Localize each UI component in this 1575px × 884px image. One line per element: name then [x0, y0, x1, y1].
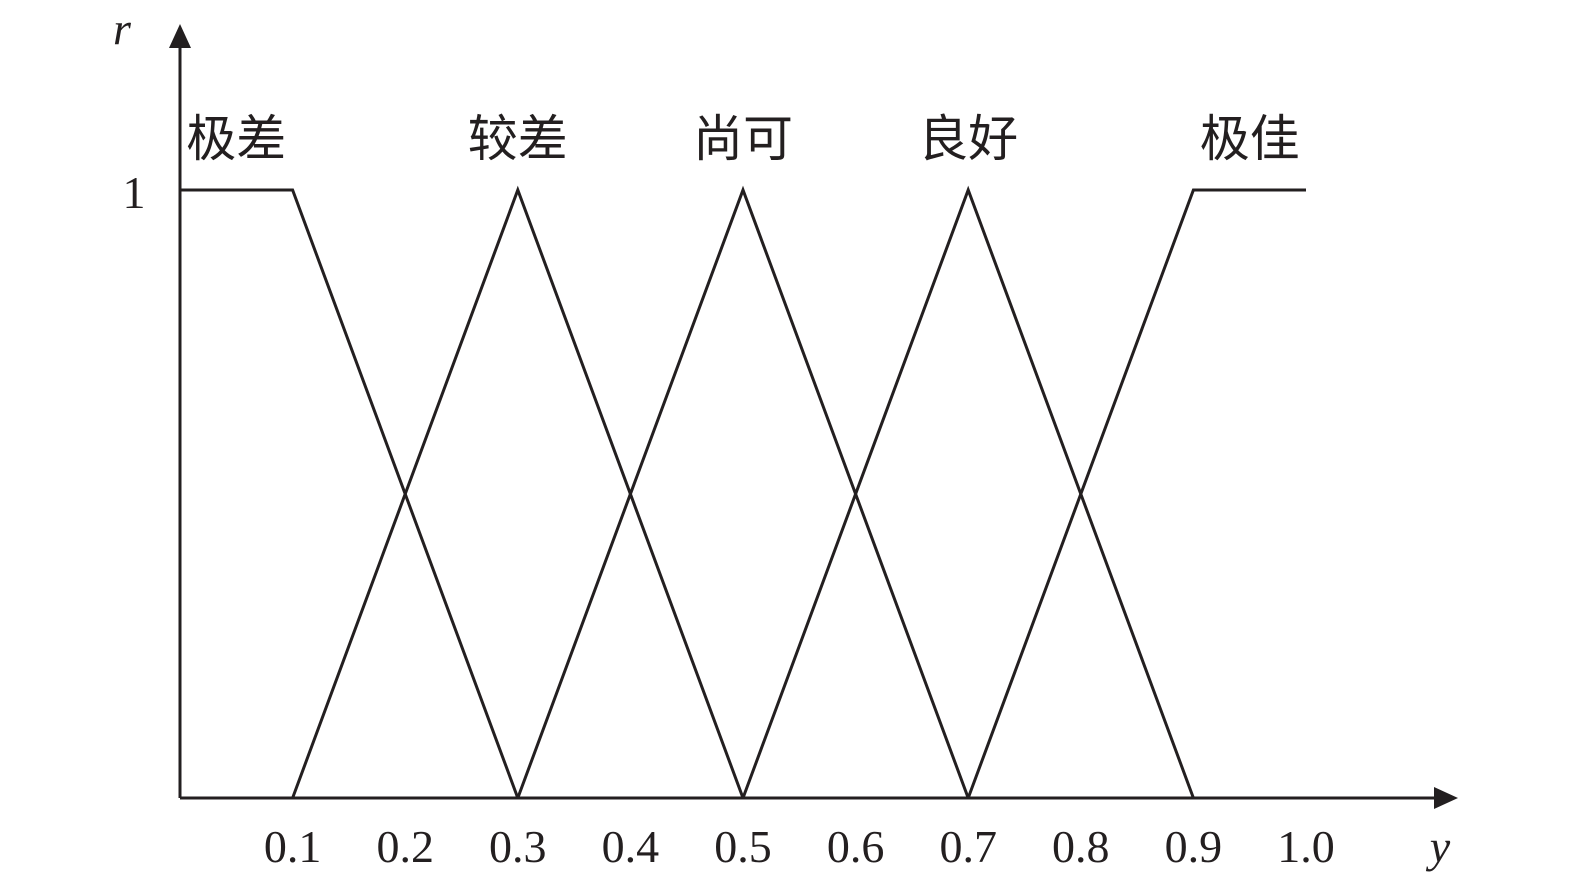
x-tick-label-0.3: 0.3	[489, 821, 547, 872]
x-tick-label-0.2: 0.2	[376, 821, 434, 872]
x-tick-labels: 0.1 0.2 0.3 0.4 0.5 0.6 0.7 0.8 0.9 1.0	[264, 821, 1335, 872]
series-line-4	[741, 185, 1195, 799]
series-line-3	[516, 185, 970, 799]
series-line-1	[180, 188, 520, 799]
x-tick-label-0.1: 0.1	[264, 821, 322, 872]
y-tick-label-1: 1	[123, 167, 146, 218]
series-label-3: 尚可	[693, 110, 793, 168]
x-tick-label-0.6: 0.6	[827, 821, 885, 872]
series-label-1: 极差	[186, 110, 286, 168]
x-axis-title: y	[1426, 821, 1451, 872]
series-label-2: 较差	[468, 110, 568, 168]
x-tick-label-0.5: 0.5	[714, 821, 772, 872]
x-tick-label-0.7: 0.7	[939, 821, 997, 872]
x-tick-label-0.9: 0.9	[1165, 821, 1223, 872]
y-axis-title: r	[113, 3, 132, 54]
series-line-2	[291, 185, 745, 799]
x-tick-label-0.4: 0.4	[602, 821, 660, 872]
series-label-5: 极佳	[1200, 110, 1300, 168]
series-label-4: 良好	[918, 110, 1018, 168]
series-lines	[180, 185, 1306, 799]
x-tick-label-0.8: 0.8	[1052, 821, 1110, 872]
x-axis-arrow	[1434, 787, 1458, 809]
x-tick-label-1.0: 1.0	[1277, 821, 1335, 872]
y-axis-arrow	[169, 24, 191, 48]
axes: r y 1	[113, 3, 1458, 872]
series-labels: 极差 较差 尚可 良好 极佳	[186, 110, 1299, 168]
series-line-5	[966, 188, 1306, 799]
